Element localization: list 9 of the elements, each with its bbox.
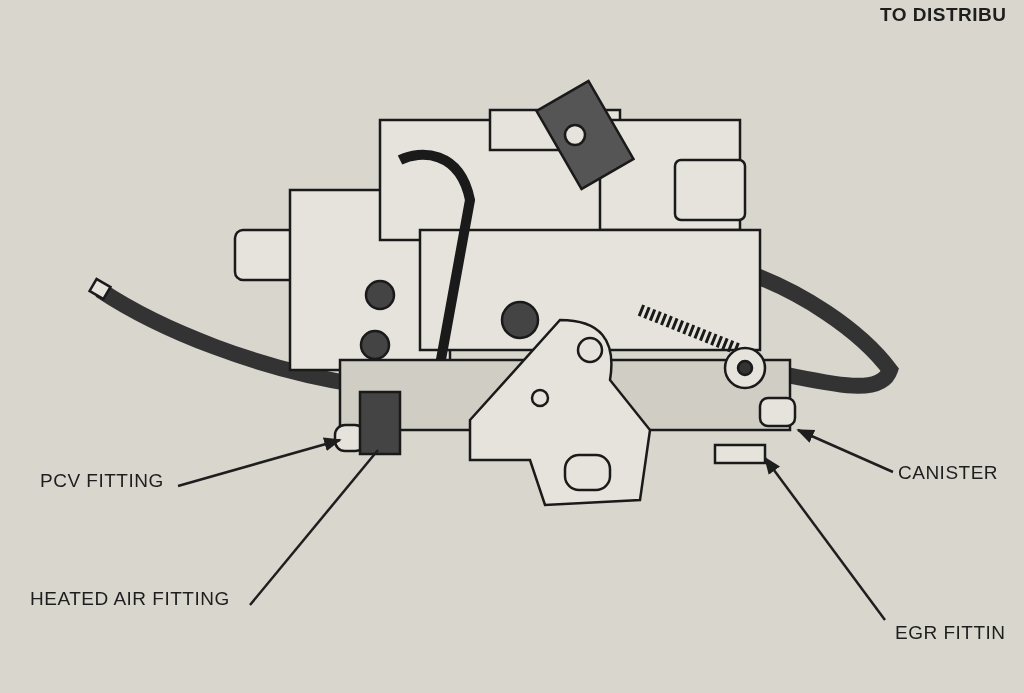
- leader-line: [796, 428, 894, 474]
- leader-line: [763, 456, 886, 621]
- caption-fragment: TO DISTRIBU: [880, 4, 1007, 26]
- leader-line: [177, 437, 342, 488]
- fitting-label: EGR FITTIN: [895, 622, 1006, 644]
- fitting-label: HEATED AIR FITTING: [30, 588, 230, 610]
- leader-line: [249, 449, 379, 606]
- fitting-label: CANISTER: [898, 462, 999, 484]
- fitting-label: PCV FITTING: [40, 470, 164, 492]
